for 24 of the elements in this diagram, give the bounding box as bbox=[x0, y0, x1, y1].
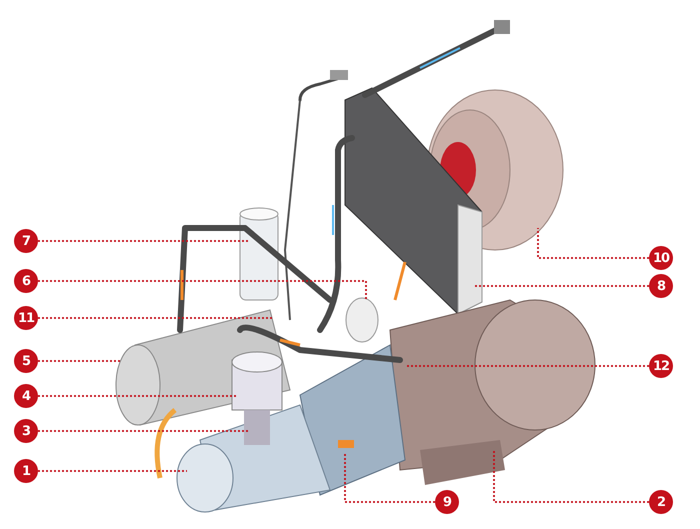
callout-number: 6 bbox=[14, 269, 38, 293]
leader-line bbox=[344, 452, 435, 503]
leader-line bbox=[38, 360, 120, 362]
callout-number: 1 bbox=[14, 459, 38, 483]
leader-line bbox=[38, 280, 367, 300]
callout-number: 3 bbox=[14, 419, 38, 443]
callout-number: 5 bbox=[14, 349, 38, 373]
leader-line bbox=[38, 430, 249, 432]
callout-number: 8 bbox=[649, 274, 673, 298]
callout-number: 9 bbox=[435, 490, 459, 514]
leader-line bbox=[38, 240, 248, 242]
leader-line bbox=[405, 365, 649, 367]
leader-line bbox=[474, 285, 649, 287]
callout-number: 4 bbox=[14, 384, 38, 408]
leader-line bbox=[493, 449, 649, 503]
leader-line bbox=[38, 317, 272, 319]
leader-line bbox=[537, 228, 649, 259]
callout-number: 12 bbox=[649, 354, 673, 378]
callout-number: 7 bbox=[14, 229, 38, 253]
callout-number: 2 bbox=[649, 490, 673, 514]
leader-line bbox=[38, 395, 237, 397]
callout-number: 10 bbox=[649, 246, 673, 270]
leader-line bbox=[38, 470, 187, 472]
callout-number: 11 bbox=[14, 306, 38, 330]
